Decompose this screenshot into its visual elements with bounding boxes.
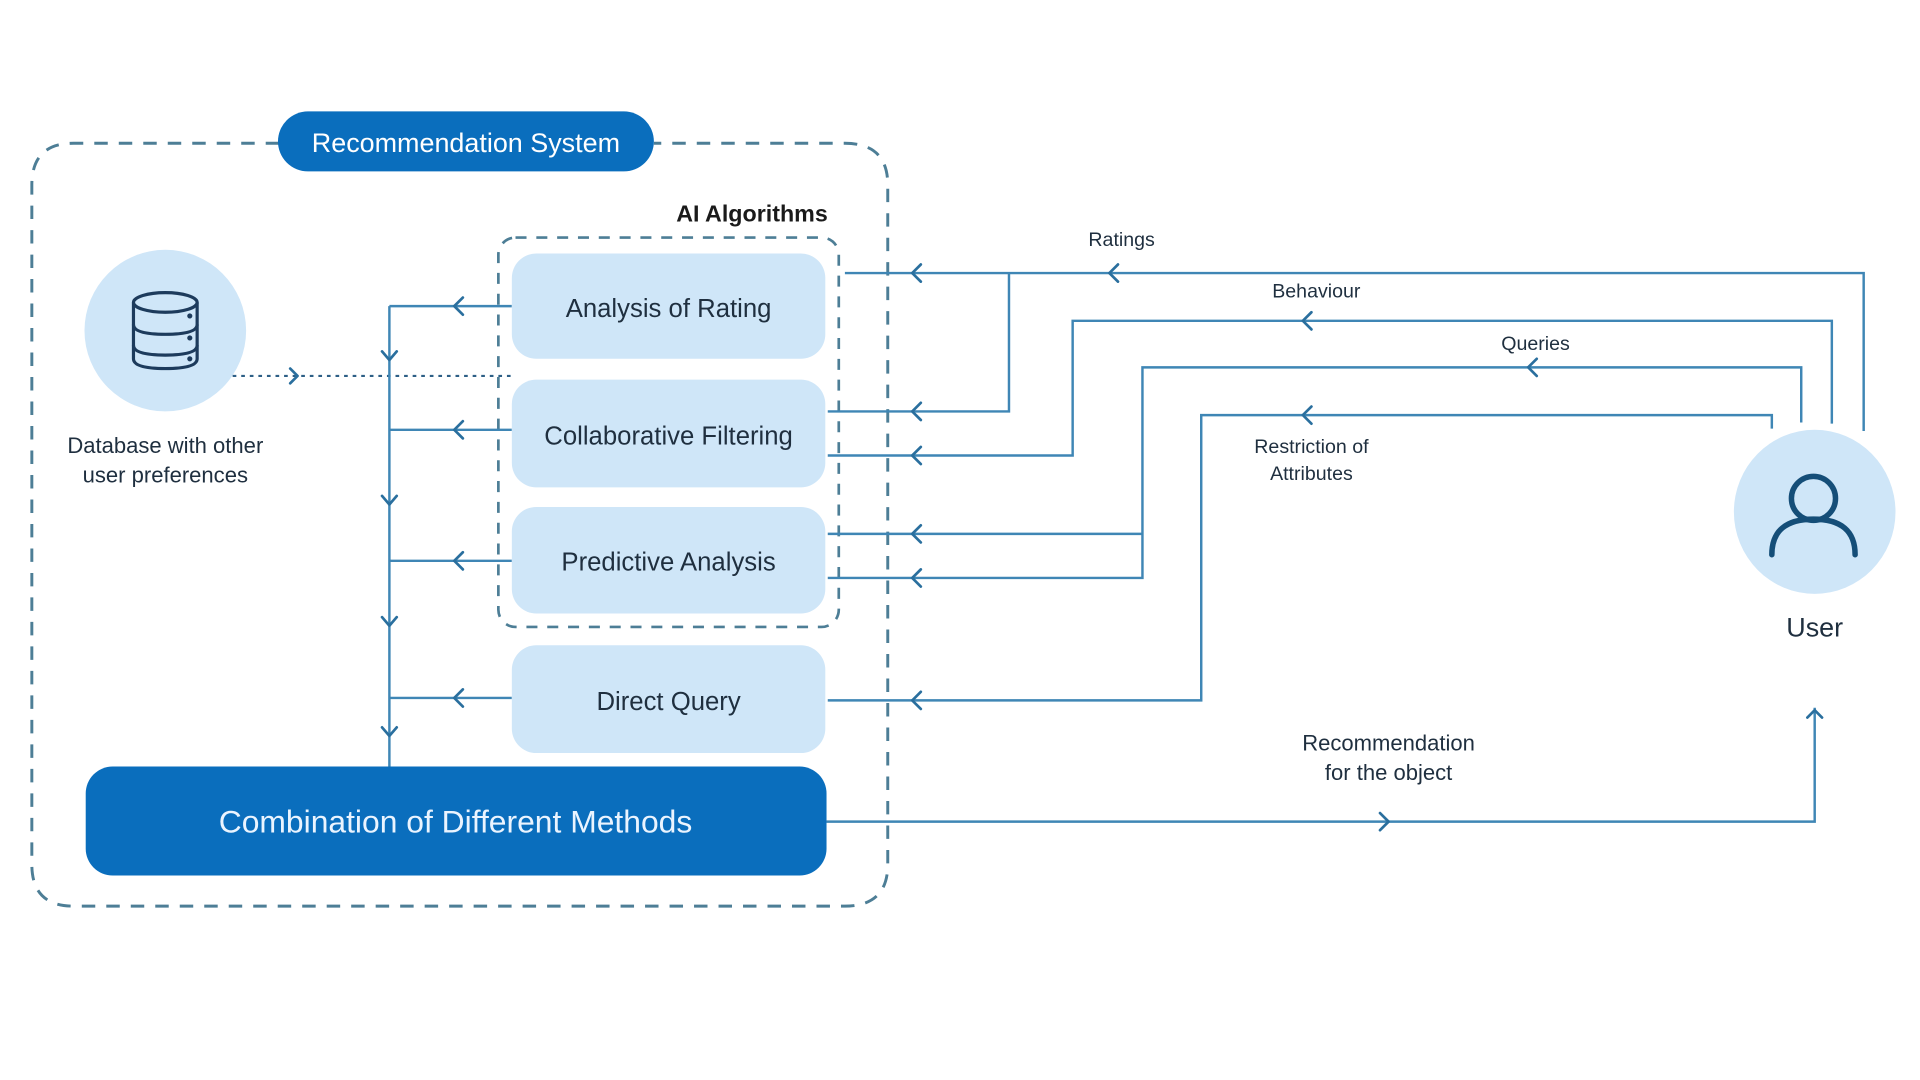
method-label: Analysis of Rating bbox=[566, 295, 772, 323]
combination-label: Combination of Different Methods bbox=[219, 804, 693, 840]
chevron-left-icon bbox=[452, 550, 465, 571]
chevron-left-icon bbox=[452, 419, 465, 440]
system-title: Recommendation System bbox=[312, 128, 620, 158]
chevron-down-icon bbox=[380, 726, 399, 738]
chevron-down-icon bbox=[380, 350, 399, 362]
chevron-down-icon bbox=[380, 615, 399, 628]
chevron-left-icon bbox=[1526, 357, 1539, 378]
restriction-label-line1: Restriction of bbox=[1254, 436, 1369, 458]
method-label: Predictive Analysis bbox=[561, 549, 775, 577]
user-icon bbox=[1769, 473, 1858, 558]
user-label: User bbox=[1786, 613, 1843, 643]
queries-label: Queries bbox=[1501, 333, 1570, 355]
method-collaborative-filtering[interactable]: Collaborative Filtering bbox=[511, 379, 826, 488]
combination-box[interactable]: Combination of Different Methods bbox=[85, 766, 827, 876]
queries-flow-line bbox=[827, 366, 1803, 580]
chevron-left-icon bbox=[910, 690, 923, 711]
chevron-up-icon bbox=[1806, 708, 1824, 719]
ratings-flow-line bbox=[844, 271, 1865, 432]
database-label-line2: user preferences bbox=[83, 462, 248, 487]
method-label: Collaborative Filtering bbox=[544, 422, 793, 450]
user-node[interactable] bbox=[1733, 429, 1896, 594]
chevron-down-icon bbox=[380, 494, 399, 506]
restriction-flow-line bbox=[827, 413, 1774, 702]
behaviour-flow-line bbox=[827, 319, 1834, 457]
chevron-left-icon bbox=[1301, 405, 1313, 426]
chevron-left-icon bbox=[910, 445, 923, 466]
recommendation-label-line2: for the object bbox=[1325, 760, 1452, 785]
system-title-badge: Recommendation System bbox=[277, 111, 654, 172]
method-direct-query[interactable]: Direct Query bbox=[511, 645, 826, 754]
method-predictive-analysis[interactable]: Predictive Analysis bbox=[511, 506, 826, 614]
chevron-right-icon bbox=[1378, 811, 1390, 832]
chevron-left-icon bbox=[452, 688, 465, 708]
method-label: Direct Query bbox=[596, 688, 740, 716]
chevron-left-icon bbox=[910, 568, 923, 588]
database-node bbox=[84, 249, 247, 412]
chevron-left-icon bbox=[910, 523, 923, 544]
chevron-left-icon bbox=[1108, 263, 1120, 283]
ai-algorithms-group bbox=[497, 236, 841, 629]
method-analysis-of-rating[interactable]: Analysis of Rating bbox=[511, 253, 826, 359]
database-icon bbox=[131, 291, 199, 371]
ai-algorithms-label: AI Algorithms bbox=[676, 201, 828, 227]
behaviour-label: Behaviour bbox=[1272, 281, 1361, 303]
chevron-left-icon bbox=[910, 401, 923, 422]
recommendation-flow-line bbox=[826, 707, 1816, 823]
system-boundary bbox=[30, 141, 890, 908]
ratings-flow-line bbox=[827, 273, 1011, 413]
restriction-label-line2: Attributes bbox=[1270, 463, 1353, 485]
chevron-left-icon bbox=[452, 296, 465, 317]
chevron-left-icon bbox=[1301, 310, 1313, 331]
recommendation-label-line1: Recommendation bbox=[1302, 731, 1475, 756]
chevron-right-icon bbox=[288, 367, 299, 385]
ratings-label: Ratings bbox=[1088, 229, 1155, 251]
chevron-left-icon bbox=[910, 263, 923, 283]
database-label-line1: Database with other bbox=[67, 433, 263, 458]
